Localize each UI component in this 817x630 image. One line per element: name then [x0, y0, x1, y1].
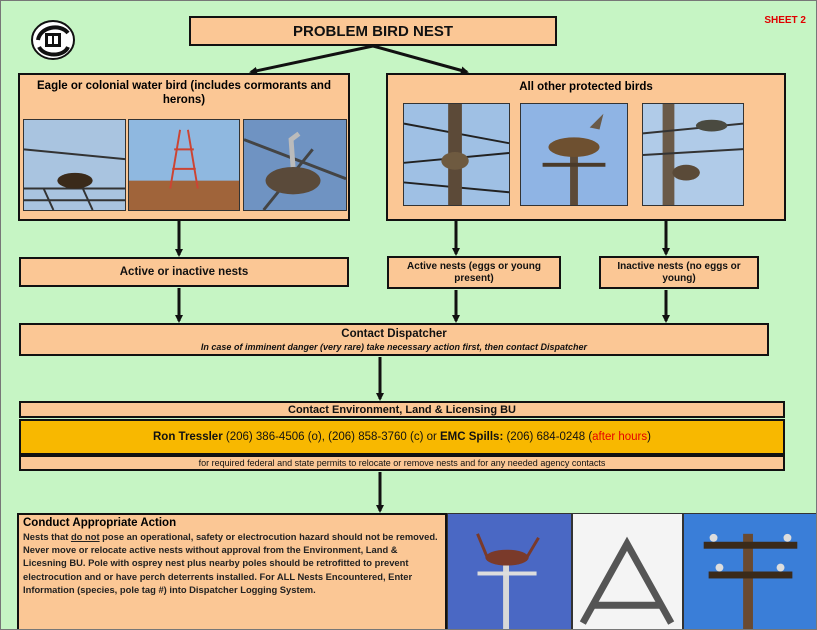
eagle-branch-title: Eagle or colonial water bird (includes c… — [37, 80, 331, 106]
sheet-label: SHEET 2 — [764, 15, 806, 26]
heron-tower-photo — [128, 119, 240, 211]
spills-phone: (206) 684-0248 ( — [503, 431, 593, 443]
osprey-nest-photo — [520, 103, 628, 206]
active-nests-box: Active nests (eggs or young present) — [387, 256, 561, 289]
retrofitted-pole-photo — [683, 513, 816, 629]
perch-deterrent-photo — [572, 513, 683, 629]
environment-contact-header: Contact Environment, Land & Licensing BU — [19, 401, 785, 418]
contact-dispatcher-title: Contact Dispatcher — [341, 327, 447, 340]
utility-logo-icon — [30, 19, 76, 61]
emergency-contacts-bar: Ron Tressler (206) 386-4506 (o), (206) 8… — [19, 419, 785, 455]
action-body-part-2: pose an operational, safety or electrocu… — [23, 531, 438, 595]
active-or-inactive-nests-box: Active or inactive nests — [19, 257, 349, 287]
inactive-nests-box: Inactive nests (no eggs or young) — [599, 256, 759, 289]
imminent-danger-note: In case of imminent danger (very rare) t… — [200, 341, 588, 352]
action-body-emphasis: do not — [70, 531, 100, 542]
eagle-nest-photo — [23, 119, 126, 211]
crossarm-nest-photo — [642, 103, 744, 206]
permits-note: for required federal and state permits t… — [19, 455, 785, 471]
conduct-action-box: Conduct Appropriate Action Nests that do… — [17, 513, 447, 629]
heron-colony-photo — [243, 119, 347, 211]
contact-dispatcher-box: Contact Dispatcher In case of imminent d… — [19, 323, 769, 356]
spills-label: EMC Spills: — [440, 431, 504, 443]
conduct-action-body: Nests that do not pose an operational, s… — [23, 530, 441, 596]
action-body-part-1: Nests that — [23, 531, 71, 542]
eagle-water-bird-branch: Eagle or colonial water bird (includes c… — [18, 73, 350, 221]
pole-nest-photo — [403, 103, 510, 206]
other-protected-birds-branch: All other protected birds — [386, 73, 786, 221]
close-paren: ) — [647, 431, 651, 443]
other-birds-branch-title: All other protected birds — [519, 81, 653, 93]
contact-name: Ron Tressler — [153, 431, 223, 443]
conduct-action-title: Conduct Appropriate Action — [23, 517, 177, 529]
osprey-platform-photo — [447, 513, 572, 629]
after-hours-label: after hours — [592, 431, 648, 443]
page-title: PROBLEM BIRD NEST — [189, 16, 557, 46]
contact-phones: (206) 386-4506 (o), (206) 858-3760 (c) o… — [222, 431, 441, 443]
